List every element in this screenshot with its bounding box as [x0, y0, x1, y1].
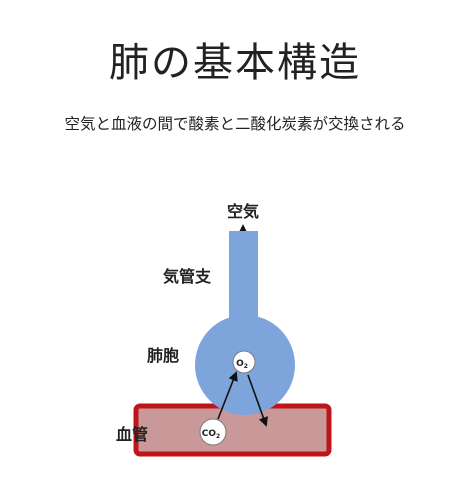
- page-title: 肺の基本構造: [109, 40, 361, 86]
- oxygen-molecule: O2: [232, 350, 256, 374]
- alveolus-label: 肺胞: [147, 346, 179, 365]
- carbon-dioxide-diffusion-arrow: [217, 371, 238, 420]
- blood-vessel-label: 血管: [116, 425, 148, 444]
- carbon-dioxide-molecule: CO2: [199, 418, 227, 446]
- air-label: 空気: [227, 202, 259, 221]
- carbon-dioxide-symbol: CO: [202, 429, 217, 439]
- bronchus-tube: [229, 231, 258, 331]
- oxygen-diffusion-arrow: [247, 374, 268, 427]
- svg-text:CO2: CO2: [202, 429, 220, 440]
- bronchus-label: 気管支: [163, 267, 212, 286]
- page-subtitle: 空気と血液の間で酸素と二酸化炭素が交換される: [64, 115, 406, 133]
- oxygen-subscript: 2: [244, 363, 248, 370]
- carbon-dioxide-subscript: 2: [216, 433, 220, 440]
- oxygen-symbol: O: [236, 359, 244, 369]
- svg-text:O2: O2: [236, 359, 248, 370]
